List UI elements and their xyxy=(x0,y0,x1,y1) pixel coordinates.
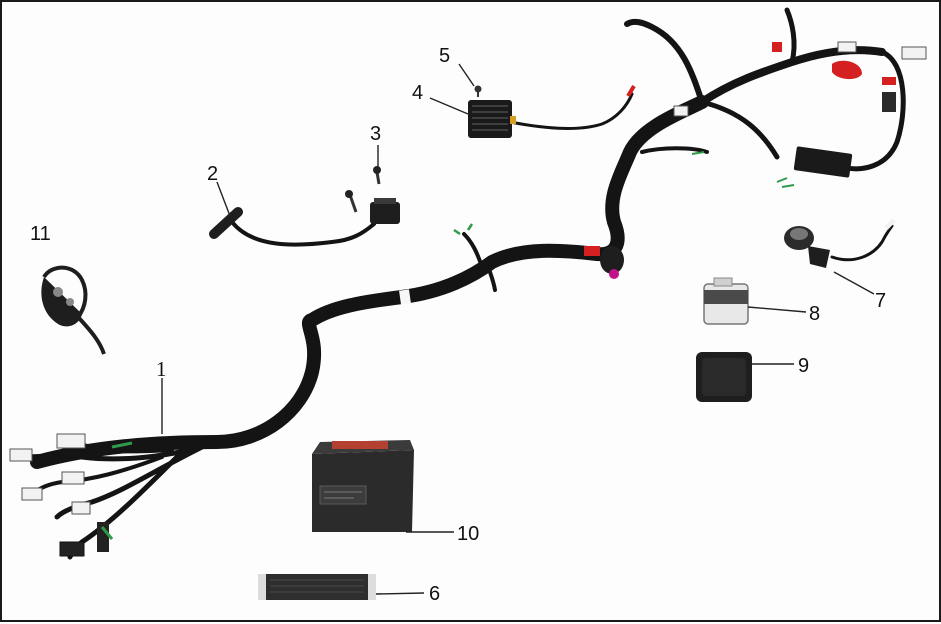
control-unit xyxy=(696,352,752,402)
callout-7: 7 xyxy=(875,290,886,312)
switch xyxy=(41,265,106,355)
callout-2: 2 xyxy=(207,163,218,185)
relay xyxy=(703,277,749,325)
ignition-coil xyxy=(345,166,400,224)
regulator-rectifier xyxy=(468,84,636,138)
wiring-harness xyxy=(9,7,927,560)
callout-4: 4 xyxy=(412,82,423,104)
leader-lines xyxy=(161,63,875,595)
callout-10: 10 xyxy=(457,523,479,545)
callout-11: 11 xyxy=(30,223,51,245)
battery-strap xyxy=(258,574,376,600)
callout-8: 8 xyxy=(809,303,820,325)
callout-9: 9 xyxy=(798,355,809,377)
battery xyxy=(312,440,414,532)
callout-6: 6 xyxy=(429,583,440,605)
spark-plug-lead xyxy=(209,207,376,247)
callout-5: 5 xyxy=(439,45,450,67)
callout-1: 1 xyxy=(156,357,167,381)
sensor xyxy=(784,218,896,268)
callout-3: 3 xyxy=(370,123,381,145)
